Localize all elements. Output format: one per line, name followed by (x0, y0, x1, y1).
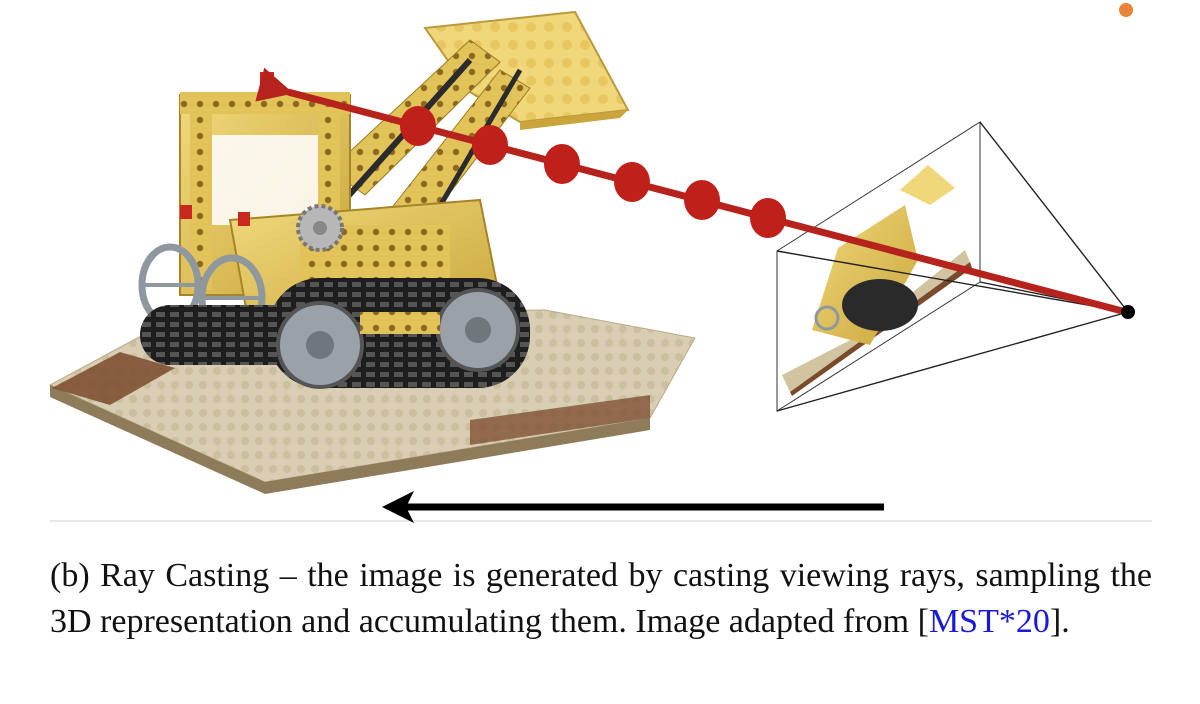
direction-arrow (382, 491, 884, 523)
base-plate-border-right (470, 395, 650, 445)
base-plate-border (52, 352, 175, 405)
sample-point (614, 162, 650, 202)
red-peg-2 (180, 205, 192, 219)
rendered-image (782, 165, 972, 396)
roof-light (260, 72, 274, 88)
rendered-body (812, 205, 918, 345)
citation-link[interactable]: MST*20 (928, 603, 1050, 640)
arrowhead-icon (382, 491, 414, 523)
figure-caption: (b) Ray Casting – the image is generated… (50, 553, 1152, 645)
sample-point (400, 106, 436, 146)
sample-point (472, 125, 508, 165)
sample-point (750, 198, 786, 238)
bucket-lip (520, 110, 628, 130)
orange-dot (1119, 3, 1133, 17)
bulldozer-scene (48, 10, 696, 494)
camera-center-dot (1121, 305, 1135, 319)
frustum-edge-upper-left (776, 250, 1129, 313)
track-guard (360, 312, 440, 334)
frustum-edge-top (979, 121, 1129, 313)
caption-close-bracket: ]. (1049, 603, 1070, 640)
caption-title: Ray Casting (100, 557, 270, 594)
track-wheel-hub (306, 331, 334, 359)
base-plate-side (50, 385, 650, 494)
sample-point (684, 180, 720, 220)
gear-hub (313, 221, 327, 235)
caption-open-bracket: [ (917, 603, 929, 640)
caption-dash: – (279, 557, 297, 594)
caption-label: (b) (50, 557, 90, 594)
cab-pillar-left (190, 100, 212, 290)
camera-frustum (776, 121, 1129, 412)
frustum-edge-lower-left (776, 311, 1129, 412)
rendered-track (842, 279, 918, 331)
rendered-wheel (814, 305, 840, 331)
red-peg (238, 212, 250, 226)
rendered-plate (782, 250, 970, 392)
ray-samples (400, 106, 786, 238)
rendered-bucket (900, 165, 955, 205)
cab-window (210, 135, 320, 225)
sample-point (544, 144, 580, 184)
caption-text: the image is generated by casting viewin… (50, 557, 1153, 640)
track-wheel-2-hub (465, 317, 491, 343)
